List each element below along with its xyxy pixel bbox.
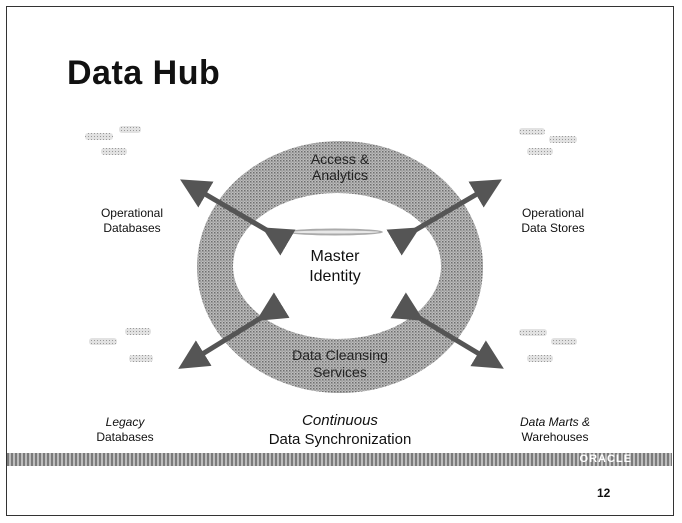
bottom-caption: Continuous Data Synchronization (240, 411, 440, 449)
node-label-line1: Legacy (105, 415, 145, 429)
database-cluster-icon (85, 126, 141, 155)
slide-title: Data Hub (67, 54, 221, 92)
node-label-line1: Operational (100, 206, 164, 220)
inner-label-line1: Master (310, 248, 360, 265)
data-warehouse-cluster-icon (519, 329, 577, 362)
legacy-database-cluster-icon (89, 328, 153, 362)
arrow-operational-databases (180, 179, 296, 256)
arrow-legacy-databases (178, 292, 290, 369)
node-label-line2: Warehouses (521, 430, 589, 444)
node-label-line2: Data Stores (521, 221, 585, 235)
ring-bottom-line1: Data Cleansing (292, 347, 388, 363)
footer-bar: ORACLE (7, 453, 672, 466)
sync-arrows (178, 179, 504, 369)
page-number: 12 (597, 486, 611, 500)
node-label-line2: Databases (96, 430, 154, 444)
arrow-data-warehouses (390, 292, 504, 369)
node-data-marts-warehouses: Data Marts & Warehouses (485, 415, 625, 445)
node-legacy-databases: Legacy Databases (55, 415, 195, 445)
node-label-line2: Databases (103, 221, 161, 235)
oracle-logo: ORACLE (579, 453, 632, 465)
node-operational-databases: Operational Databases (62, 206, 202, 236)
slide: Data Hub (6, 6, 674, 516)
node-operational-data-stores: Operational Data Stores (483, 206, 623, 236)
ring-top-label: Access & Analytics (265, 151, 415, 183)
data-store-cluster-icon (519, 128, 577, 155)
ring-bottom-line2: Services (313, 364, 367, 380)
arrow-operational-data-stores (386, 179, 502, 256)
inner-label-line2: Identity (309, 268, 361, 285)
ring-top-line1: Access & (310, 151, 370, 167)
master-identity-bar-icon (287, 228, 383, 236)
ring-bottom-label: Data Cleansing Services (260, 347, 420, 381)
inner-label: Master Identity (265, 247, 405, 287)
node-label-line1: Data Marts & (519, 415, 591, 429)
caption-line1: Continuous (302, 412, 378, 429)
ring-top-line2: Analytics (311, 167, 369, 183)
node-label-line1: Operational (521, 206, 585, 220)
caption-line2: Data Synchronization (268, 431, 412, 448)
data-hub-diagram (85, 126, 577, 393)
